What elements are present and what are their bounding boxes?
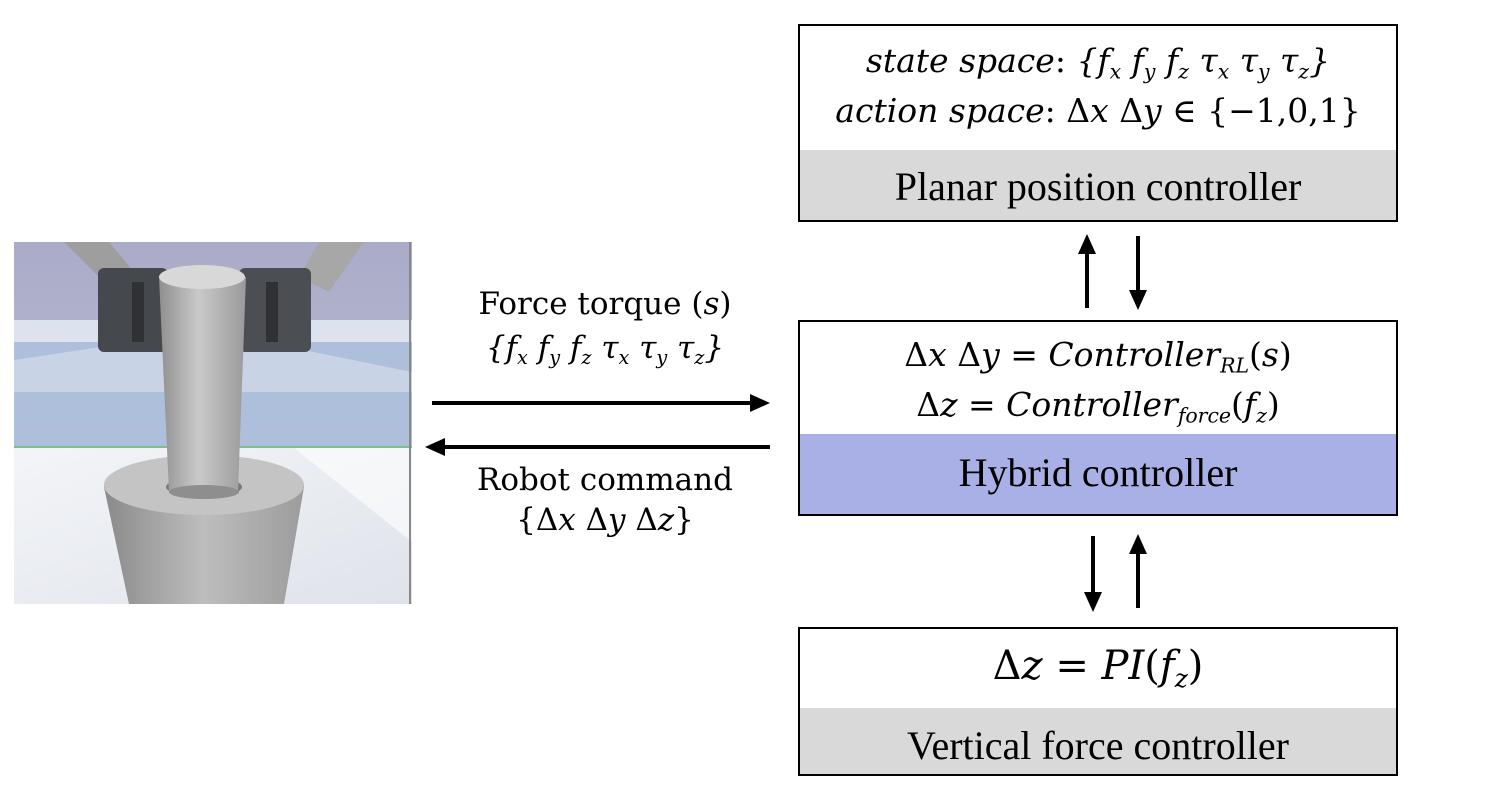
hybrid-eq-xy: Δx Δy = ControllerRL(s) xyxy=(904,335,1292,378)
rl-subscript: RL xyxy=(1220,353,1250,378)
planar-hybrid-arrows xyxy=(1078,234,1147,310)
arrow-up-to-hybrid-head xyxy=(1129,534,1147,554)
vertical-force-controller-box: Δz = PI(fz) Vertical force controller xyxy=(798,627,1398,776)
planar-position-controller-box: state space: {fx fy fz τx τy τz} action … xyxy=(798,24,1398,222)
signal-arrows xyxy=(425,394,770,456)
arrow-up-to-planar-head xyxy=(1078,234,1096,254)
force-subscript: force xyxy=(1177,403,1231,428)
fz-subscript: z xyxy=(1256,403,1267,428)
force-torque-text: Force torque ( xyxy=(478,286,704,322)
force-torque-paren: ) xyxy=(719,286,732,322)
arrow-to-hybrid-head xyxy=(750,394,770,412)
force-torque-label: Force torque (s) {fx fy fz τx τy τz} xyxy=(430,282,780,370)
robot-command-label: Robot command {Δx Δy Δz} xyxy=(430,460,780,540)
simulation-image xyxy=(14,242,412,604)
planar-position-controller-title: Planar position controller xyxy=(800,150,1396,220)
arrow-to-robot-head xyxy=(425,438,445,456)
robot-command-vector: {Δx Δy Δz} xyxy=(516,502,694,538)
vertical-force-controller-title: Vertical force controller xyxy=(800,708,1396,774)
robot-command-text: Robot command xyxy=(477,462,733,498)
action-space-label: action space xyxy=(835,91,1045,130)
arrow-down-to-hybrid-head xyxy=(1129,290,1147,310)
state-var: s xyxy=(703,286,720,322)
hybrid-eq-z: Δz = Controllerforce(fz) xyxy=(916,385,1280,428)
state-space-label: state space xyxy=(865,41,1055,80)
force-torque-vector: {fx fy fz τx τy τz} xyxy=(485,330,725,370)
force-eq: Δz = PI(fz) xyxy=(992,643,1204,693)
hybrid-controller-box: Δx Δy = ControllerRL(s) Δz = Controllerf… xyxy=(798,320,1398,516)
state-space-line: state space: {fx fy fz τx τy τz} xyxy=(865,41,1331,84)
force-fz-subscript: z xyxy=(1174,663,1188,693)
pi-func: PI xyxy=(1101,643,1145,689)
arrow-down-to-force-head xyxy=(1084,592,1102,612)
hybrid-force-arrows xyxy=(1084,534,1147,612)
hybrid-controller-title: Hybrid controller xyxy=(800,434,1396,514)
action-space-line: action space: Δx Δy ∈ {−1,0,1} xyxy=(835,91,1361,130)
